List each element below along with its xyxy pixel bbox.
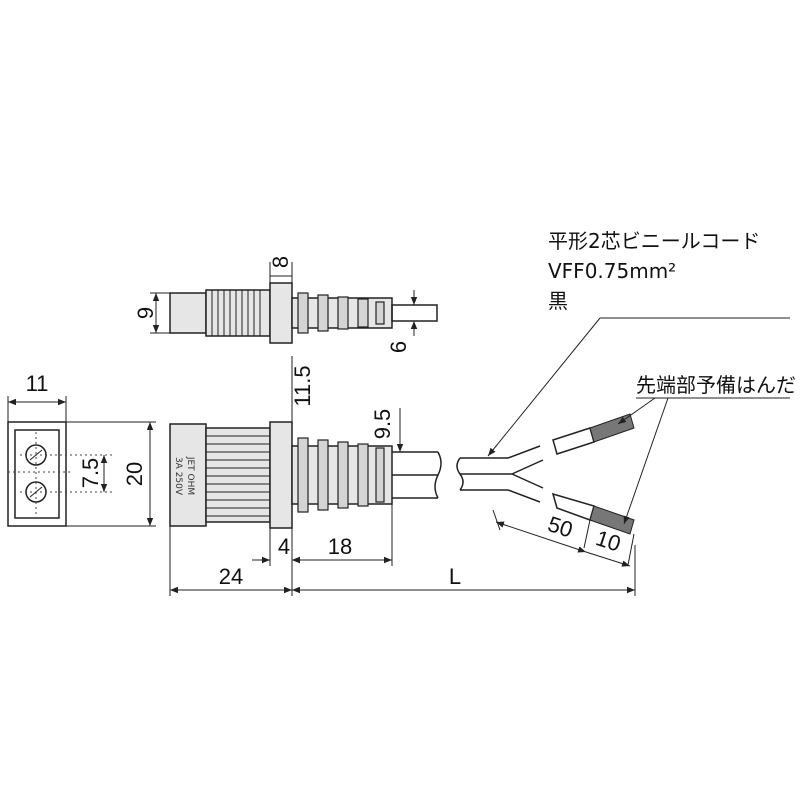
upper-wire-solder-tip bbox=[589, 413, 635, 443]
top-cord bbox=[391, 304, 438, 322]
dim-front-7-5: 7.5 bbox=[78, 458, 103, 489]
top-rib bbox=[317, 294, 329, 332]
side-flange bbox=[269, 421, 293, 529]
upper-wire-insulation bbox=[552, 427, 595, 455]
top-rib bbox=[357, 298, 369, 328]
top-rib bbox=[337, 296, 349, 330]
top-rib bbox=[375, 301, 385, 325]
dim-side-24: 24 bbox=[219, 564, 243, 589]
top-thread-lines bbox=[211, 290, 261, 336]
dim-top-8: 8 bbox=[268, 256, 293, 268]
label-pre-solder: 先端部予備はんだ bbox=[636, 373, 796, 397]
side-thread-lines bbox=[206, 435, 270, 517]
side-rib bbox=[357, 443, 369, 507]
dim-side-9-5: 9.5 bbox=[370, 409, 395, 440]
side-view: JET OHM 3A 250V 11.5 9.5 4 bbox=[169, 356, 636, 596]
lower-wire-solder-tip bbox=[589, 505, 635, 535]
label-cord-spec: VFF0.75mm² bbox=[548, 259, 676, 283]
annotations: 平形2芯ビニールコード VFF0.75mm² 黒 先端部予備はんだ bbox=[487, 229, 796, 525]
dim-strip-50: 50 bbox=[545, 511, 576, 542]
side-rib bbox=[297, 437, 309, 513]
front-face-outer bbox=[7, 421, 67, 527]
side-rib bbox=[375, 447, 385, 503]
dim-top-6: 6 bbox=[386, 341, 411, 353]
plug-marking-line1: JET OHM bbox=[185, 456, 195, 495]
side-plug-tip bbox=[169, 423, 207, 527]
dim-top-9: 9 bbox=[133, 307, 158, 319]
dim-length-L: L bbox=[449, 564, 461, 589]
cord-end: 50 10 bbox=[456, 413, 635, 567]
label-cord-color: 黒 bbox=[548, 289, 568, 313]
label-cord-type: 平形2芯ビニールコード bbox=[548, 229, 760, 253]
front-face-inner bbox=[14, 429, 60, 519]
dim-front-11: 11 bbox=[26, 371, 49, 396]
dim-side-11-5: 11.5 bbox=[290, 365, 315, 406]
front-view: 11 7.5 20 bbox=[7, 371, 156, 527]
top-plug-tip bbox=[169, 292, 207, 334]
top-threaded-body bbox=[205, 289, 271, 337]
top-view: 9 8 6 bbox=[133, 256, 438, 353]
side-rib bbox=[337, 441, 349, 509]
dim-side-4: 4 bbox=[278, 534, 290, 559]
dim-front-20: 20 bbox=[122, 462, 147, 486]
plug-marking-line2: 3A 250V bbox=[173, 457, 183, 496]
top-flange bbox=[269, 282, 293, 344]
dim-side-18: 18 bbox=[328, 534, 352, 559]
top-rib bbox=[297, 292, 309, 334]
side-rib bbox=[317, 439, 329, 511]
